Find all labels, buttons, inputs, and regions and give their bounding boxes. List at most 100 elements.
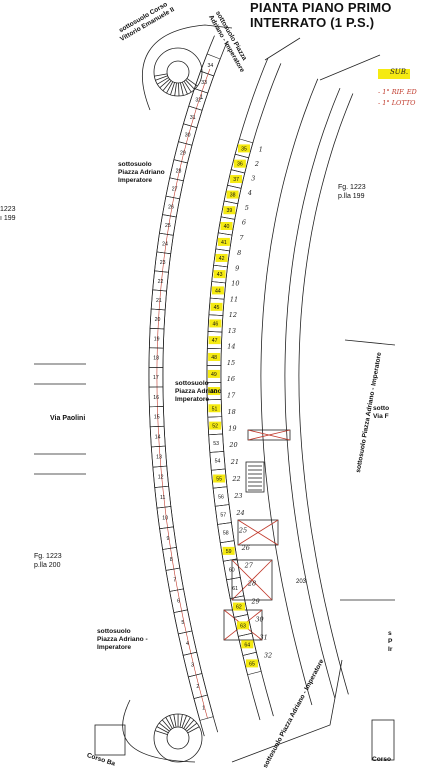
inner-box-number: 63 <box>240 623 246 629</box>
label-fg-left-bottom-1: Fg. 1223 <box>34 552 62 561</box>
handwritten-number: 31 <box>260 633 268 641</box>
handwritten-number: 16 <box>227 375 235 383</box>
inner-box-number: 49 <box>211 372 217 378</box>
inner-box: 53 <box>209 434 224 452</box>
outer-box-number: 14 <box>155 434 161 440</box>
handwritten-number: 23 <box>233 492 242 500</box>
wall-line <box>285 88 340 698</box>
outer-box: 12 <box>153 466 169 488</box>
inner-box: 38 <box>224 185 241 204</box>
handwritten-number: 8 <box>237 249 241 257</box>
outer-box-number: 22 <box>158 279 164 285</box>
label-corso-bottom-right: Corso <box>372 756 391 764</box>
outer-box: 15 <box>149 406 164 426</box>
inner-box: 47 <box>207 331 222 348</box>
outer-box: 16 <box>149 387 163 407</box>
outer-box: 14 <box>150 426 165 447</box>
outer-box: 18 <box>149 348 163 368</box>
handwritten-number: 10 <box>231 280 239 288</box>
handwritten-number: 5 <box>245 204 249 212</box>
outer-box-number: 18 <box>153 356 159 362</box>
corridor-number: 1 <box>200 94 203 103</box>
inner-box-number: 57 <box>220 512 226 518</box>
outer-box: 34 <box>201 54 221 76</box>
outer-box-number: 16 <box>153 395 159 401</box>
inner-box-number: 58 <box>223 531 229 537</box>
outer-box-number: 1 <box>202 706 205 712</box>
outer-box-number: 34 <box>207 63 213 69</box>
inner-box: 65 <box>243 652 261 675</box>
label-right-edge-b1: s <box>388 630 392 638</box>
outer-box-number: 15 <box>154 415 160 421</box>
inner-box-number: 44 <box>215 288 221 294</box>
inner-box-number: 65 <box>249 661 255 667</box>
label-piazza-b-1: sottosuolo <box>175 380 222 388</box>
inner-box-number: 54 <box>215 459 221 465</box>
outer-box: 30 <box>178 124 196 145</box>
outer-box-number: 10 <box>162 516 168 522</box>
label-right-edge-2: Via F <box>373 413 389 421</box>
handwritten-number: 13 <box>228 327 236 335</box>
outer-box: 2 <box>188 674 207 699</box>
inner-box: 42 <box>214 249 230 267</box>
handwritten-number: 26 <box>241 544 250 552</box>
outer-box: 7 <box>166 568 184 591</box>
outer-box: 5 <box>174 610 192 634</box>
inner-box-number: 40 <box>224 224 230 230</box>
outer-box-number: 21 <box>156 298 162 304</box>
outer-box: 1 <box>194 695 213 720</box>
outer-box-number: 30 <box>185 133 191 139</box>
outer-box-number: 9 <box>167 536 170 542</box>
inner-box-number: 59 <box>226 549 232 555</box>
inner-box-number: 38 <box>230 193 236 199</box>
outer-box-number: 25 <box>165 223 171 229</box>
label-via-paolini: Via Paolini <box>50 415 85 423</box>
inner-box-number: 42 <box>219 256 225 262</box>
outer-box-number: 33 <box>201 80 207 86</box>
handwritten-number: 14 <box>227 343 235 351</box>
handwritten-index: 1234567891011121314151617181920212223242… <box>227 145 272 659</box>
label-piazza-a: sottosuolo Piazza Adriano Imperatore <box>118 161 165 185</box>
outer-box-number: 19 <box>154 336 160 342</box>
outer-box-number: 12 <box>158 475 164 481</box>
inner-box-number: 36 <box>237 162 243 168</box>
outer-box: 19 <box>149 328 164 348</box>
label-piazza-c: sottosuolo Piazza Adriano - Imperatore <box>97 628 148 652</box>
label-area-203: 203 <box>296 578 306 587</box>
inner-box-number: 60 <box>229 567 235 573</box>
handwritten-number: 4 <box>247 189 252 197</box>
label-right-edge: sotto Via F <box>373 405 389 421</box>
outer-box-number: 7 <box>173 578 176 584</box>
inner-box: 45 <box>209 298 224 316</box>
inner-box: 52 <box>208 417 223 435</box>
inner-box-number: 48 <box>211 355 217 361</box>
stair-bottom-inner <box>167 727 189 749</box>
inner-box: 41 <box>216 233 232 251</box>
outer-box: 13 <box>151 446 166 467</box>
handwritten-number: 3 <box>251 174 255 182</box>
handwritten-number: 17 <box>227 391 236 399</box>
handwritten-number: 7 <box>239 234 244 242</box>
label-right-edge-b3: Ir <box>388 646 392 654</box>
handwritten-number: 25 <box>238 527 247 535</box>
inner-box-number: 37 <box>233 177 239 183</box>
label-piazza-a-2: Piazza Adriano <box>118 169 165 177</box>
label-piazza-a-3: Imperatore <box>118 177 165 185</box>
inner-box: 39 <box>221 201 238 219</box>
outer-box-number: 4 <box>186 641 189 647</box>
label-fg-right-1: Fg. 1223 <box>338 183 366 192</box>
inner-box: 46 <box>208 315 223 332</box>
inner-box-number: 47 <box>212 338 218 344</box>
handwritten-number: 12 <box>229 311 237 319</box>
outer-box-number: 8 <box>170 557 173 563</box>
label-fg-left-top-2: ı 199 <box>0 214 16 223</box>
outer-box: 21 <box>151 290 166 310</box>
outer-box-number: 26 <box>168 205 174 211</box>
inner-box: 48 <box>207 348 221 365</box>
inner-box-number: 45 <box>214 305 220 311</box>
label-fg-left-top-1: 1223 <box>0 205 16 214</box>
inner-box: 63 <box>234 614 252 636</box>
handwritten-number: 19 <box>228 424 236 432</box>
outer-box-number: 6 <box>177 599 180 605</box>
inner-box: 58 <box>218 523 235 543</box>
